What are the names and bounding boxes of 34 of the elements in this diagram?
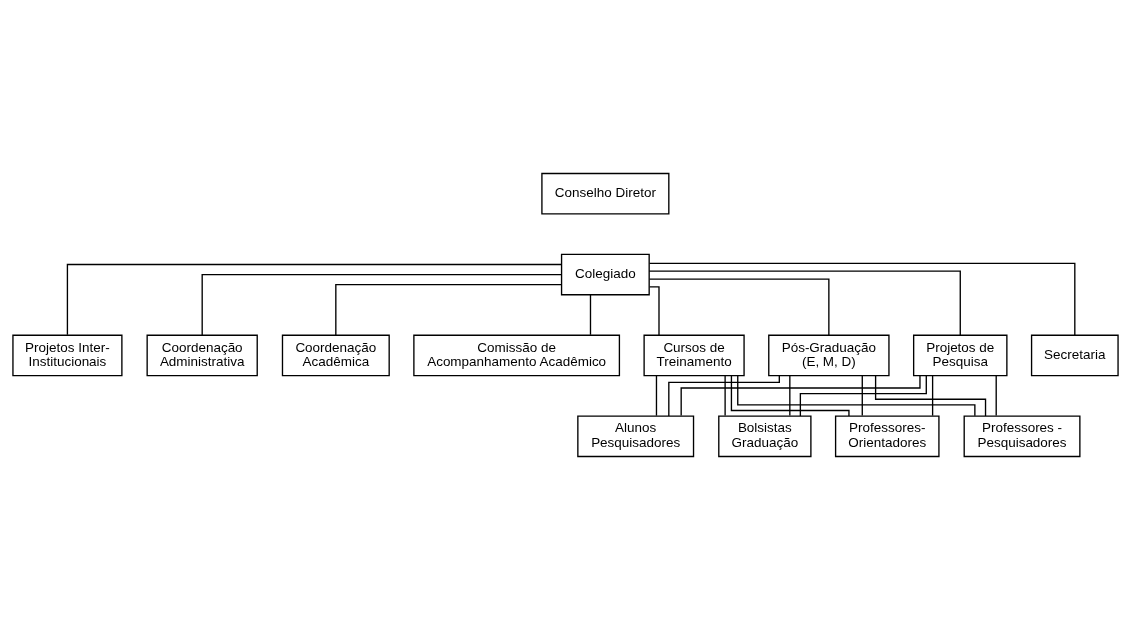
connector: [66, 263, 562, 336]
node-box: Secretaria: [1030, 334, 1119, 377]
connector: [724, 375, 726, 417]
connector: [737, 375, 976, 417]
connector: [680, 375, 921, 417]
node-box: Pós-Graduação (E, M, D): [768, 334, 890, 377]
connector: [799, 375, 927, 417]
connector: [648, 286, 660, 336]
node-box: Cursos de Treinamento: [643, 334, 745, 377]
node-box: Projetos Inter- Institucionais: [12, 334, 123, 377]
node-box: Comissão de Acompanhamento Acadêmico: [413, 334, 621, 377]
node-box: Professores- Orientadores: [834, 415, 940, 458]
node-box: Alunos Pesquisadores: [577, 415, 695, 458]
node-box: Conselho Diretor: [541, 172, 670, 215]
connector: [874, 375, 987, 417]
connector: [861, 375, 863, 417]
connector: [789, 375, 791, 417]
connector: [648, 270, 961, 336]
node-box: Projetos de Pesquisa: [912, 334, 1008, 377]
node-box: Coordenação Acadêmica: [281, 334, 390, 377]
connector: [931, 375, 934, 417]
connector: [730, 375, 850, 417]
node-box: Professores - Pesquisadores: [963, 415, 1081, 458]
connector: [655, 375, 658, 417]
connector: [648, 278, 830, 336]
connector: [335, 284, 563, 336]
node-box: Coordenação Administrativa: [146, 334, 258, 377]
node-box: Colegiado: [560, 253, 650, 296]
node-box: Bolsistas Graduação: [718, 415, 812, 458]
connector: [201, 273, 563, 336]
connector: [995, 375, 997, 417]
connector: [648, 262, 1076, 336]
connector: [668, 375, 780, 417]
connector: [589, 294, 592, 336]
